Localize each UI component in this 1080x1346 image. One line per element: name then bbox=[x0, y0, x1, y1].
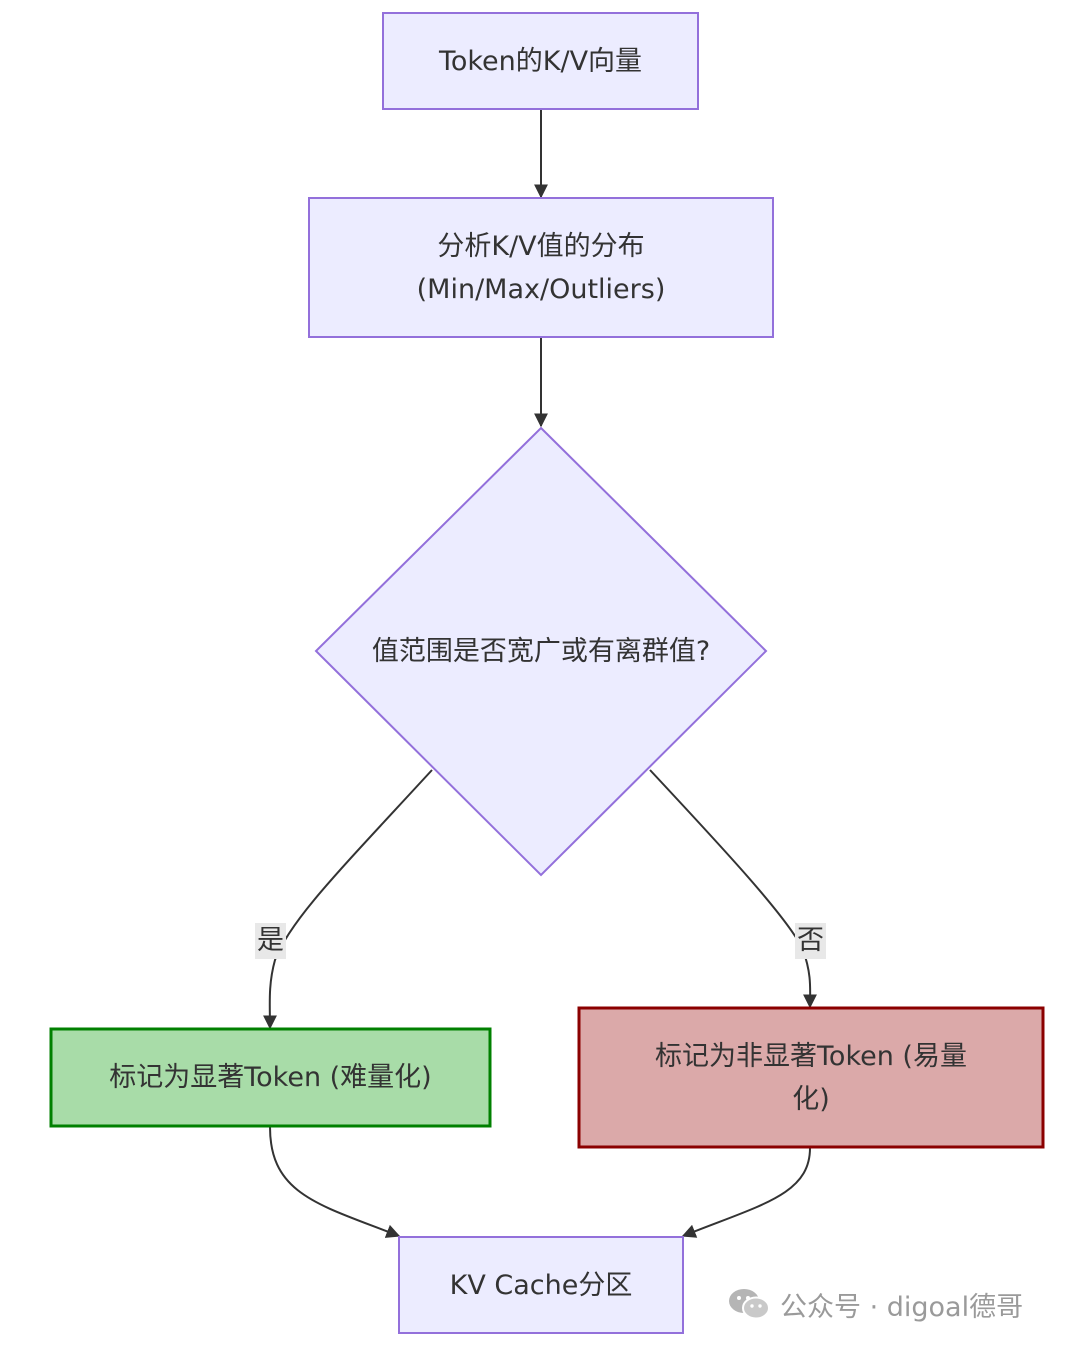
node-kv-cache-label: KV Cache分区 bbox=[399, 1237, 683, 1333]
node-token-kv-box bbox=[382, 12, 699, 110]
node-non-salient-label: 标记为非显著Token (易量 化) bbox=[579, 1008, 1043, 1147]
edge-salient-to-kvcache bbox=[269, 1126, 401, 1238]
edge-label-yes: 是 bbox=[255, 923, 286, 959]
node-non-salient-text-line1: 标记为非显著Token (易量 bbox=[655, 1040, 967, 1072]
watermark-text: 公众号 · digoal德哥 bbox=[780, 1291, 1024, 1323]
node-analyze-text-line1: 分析K/V值的分布 bbox=[437, 230, 645, 262]
node-non-salient-box bbox=[577, 1006, 1045, 1149]
edge-decision-to-non-salient bbox=[649, 769, 818, 1009]
node-decision-text: 值范围是否宽广或有离群值? bbox=[371, 635, 711, 667]
node-kv-cache-box bbox=[398, 1236, 684, 1334]
edge-decision-to-salient bbox=[262, 769, 433, 1030]
node-token-kv-text: Token的K/V向量 bbox=[438, 45, 643, 77]
node-salient-text: 标记为显著Token (难量化) bbox=[109, 1062, 432, 1093]
node-salient-label: 标记为显著Token (难量化) bbox=[51, 1029, 490, 1126]
edge-non-salient-to-kvcache bbox=[681, 1147, 811, 1238]
node-decision-diamond bbox=[314, 426, 768, 877]
node-analyze-text-line2: (Min/Max/Outliers) bbox=[416, 273, 666, 305]
node-salient-box bbox=[49, 1027, 492, 1128]
node-kv-cache-text: KV Cache分区 bbox=[449, 1269, 633, 1301]
node-analyze-box bbox=[308, 197, 774, 338]
node-analyze-label: 分析K/V值的分布 (Min/Max/Outliers) bbox=[309, 198, 773, 337]
edge-label-no: 否 bbox=[795, 923, 826, 959]
node-non-salient-text-line2: 化) bbox=[792, 1083, 830, 1115]
node-token-kv-label: Token的K/V向量 bbox=[383, 13, 698, 109]
wechat-icon bbox=[729, 1289, 770, 1320]
watermark: 公众号 · digoal德哥 bbox=[728, 1284, 1023, 1324]
node-decision-label: 值范围是否宽广或有离群值? bbox=[341, 620, 741, 682]
